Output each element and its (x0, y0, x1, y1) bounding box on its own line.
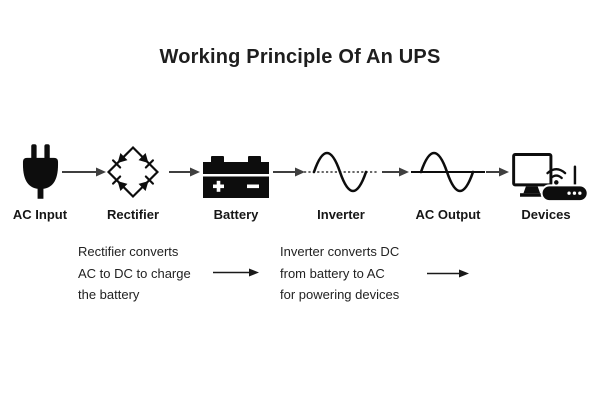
note-line: AC to DC to charge (78, 265, 191, 281)
note-rectifier: Rectifier converts AC to DC to charge th… (78, 241, 191, 306)
stage-label-devices: Devices (521, 207, 571, 222)
flow-arrow-icon (169, 167, 200, 177)
diagram-title: Working Principle Of An UPS (159, 46, 441, 68)
stage-rectifier: Rectifier (73, 140, 193, 222)
flow-arrow-icon (273, 167, 305, 177)
stage-devices: Devices (486, 140, 600, 222)
note-line: for powering devices (280, 287, 400, 302)
stage-ac-input: AC Input (0, 140, 100, 222)
note-line: the battery (78, 287, 140, 302)
sine-wave-solid-axis-icon (411, 140, 485, 204)
stage-label-ac-input: AC Input (12, 207, 68, 222)
sine-wave-dotted-axis-icon (304, 140, 378, 204)
stage-ac-output: AC Output (388, 140, 508, 222)
power-plug-icon (22, 140, 59, 204)
stage-label-inverter: Inverter (317, 207, 365, 222)
note-arrow-icon (213, 268, 259, 277)
monitor-and-router-icon (503, 140, 590, 204)
stage-inverter: Inverter (281, 140, 401, 222)
wifi-router-icon (540, 165, 589, 203)
stage-label-battery: Battery (213, 207, 259, 222)
note-line: from battery to AC (280, 265, 385, 281)
flow-arrow-icon (382, 167, 409, 177)
battery-minus-terminal (247, 184, 259, 189)
battery-icon (203, 140, 269, 204)
stage-label-rectifier: Rectifier (106, 207, 160, 222)
note-line: Inverter converts DC (280, 244, 400, 259)
note-inverter: Inverter converts DC from battery to AC … (280, 241, 399, 306)
stage-battery: Battery (176, 140, 296, 222)
bridge-rectifier-icon (104, 140, 162, 204)
stage-label-ac-output: AC Output (415, 207, 481, 222)
note-line: Rectifier converts (78, 244, 179, 259)
battery-plus-terminal (213, 180, 224, 192)
monitor-icon (511, 153, 552, 197)
note-arrow-icon (427, 269, 469, 278)
flow-arrow-icon (486, 167, 509, 177)
flow-arrow-icon (62, 167, 106, 177)
